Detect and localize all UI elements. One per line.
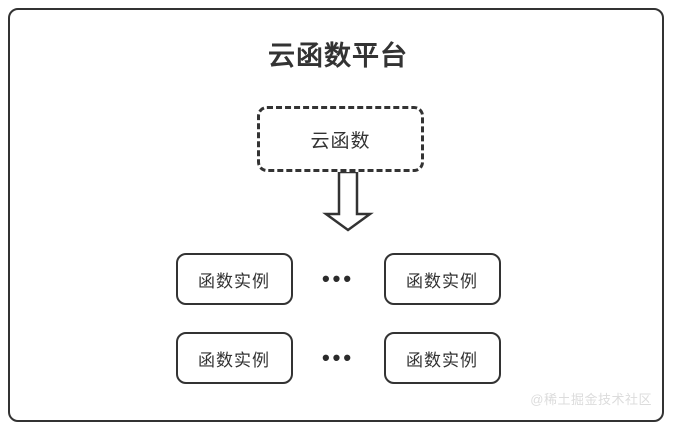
instance-row: 函数实例 ••• 函数实例 bbox=[10, 332, 666, 384]
function-instance-box[interactable]: 函数实例 bbox=[383, 253, 501, 305]
function-instance-box[interactable]: 函数实例 bbox=[175, 253, 293, 305]
instance-ellipsis: ••• bbox=[321, 345, 355, 370]
cloud-function-node[interactable]: 云函数 bbox=[257, 106, 424, 172]
platform-container: 云函数平台 云函数 函数实例 ••• 函数实例 函数实例 ••• 函数实例 @稀… bbox=[8, 8, 664, 422]
watermark: @稀土掘金技术社区 bbox=[530, 392, 652, 407]
function-instance-label: 函数实例 bbox=[406, 350, 478, 370]
arrow-down-icon bbox=[320, 170, 376, 232]
cloud-function-label: 云函数 bbox=[310, 130, 371, 152]
function-instance-label: 函数实例 bbox=[198, 350, 270, 370]
instance-row: 函数实例 ••• 函数实例 bbox=[10, 253, 666, 305]
function-instance-box[interactable]: 函数实例 bbox=[383, 332, 501, 384]
function-instance-label: 函数实例 bbox=[406, 271, 478, 291]
function-instance-label: 函数实例 bbox=[198, 271, 270, 291]
instance-ellipsis: ••• bbox=[321, 266, 355, 291]
function-instance-box[interactable]: 函数实例 bbox=[175, 332, 293, 384]
page-title: 云函数平台 bbox=[268, 41, 408, 71]
